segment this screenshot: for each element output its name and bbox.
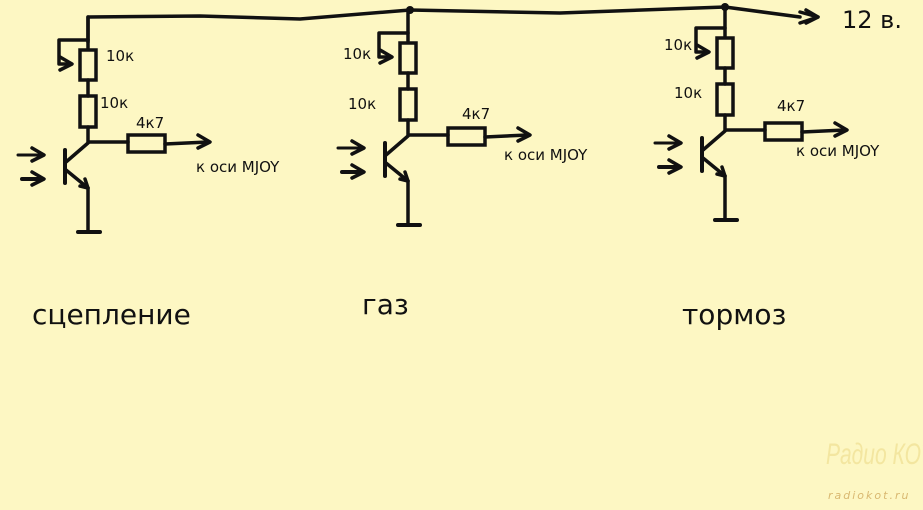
wire-node-3	[723, 113, 767, 132]
wiper-3	[694, 26, 727, 54]
r2-label-2: 10к	[348, 95, 377, 113]
potentiometer-2	[398, 41, 418, 75]
output-resistor-1	[126, 133, 167, 154]
light-arrow-3	[667, 134, 683, 151]
r2-label-1: 10к	[100, 94, 129, 112]
r1-label-3: 10к	[664, 36, 693, 54]
r2-label-3: 10к	[674, 84, 703, 102]
r3-label-2: 4к7	[462, 105, 491, 123]
light-arrow-2	[350, 139, 366, 156]
watermark-logo: Радио КОТ	[826, 438, 923, 471]
output-wire-3	[800, 128, 847, 134]
transistor-collector-2	[384, 134, 410, 157]
light-arrow-1	[30, 170, 46, 187]
circuit-title-2: газ	[362, 288, 409, 321]
light-arrow-1	[30, 146, 46, 163]
resistor-3	[715, 82, 735, 117]
wiper-1	[57, 38, 90, 66]
transistor-emitter-2	[384, 161, 410, 183]
output-label-1: к оси MJOY	[196, 158, 280, 176]
wire-node-2	[406, 118, 450, 137]
resistor-1	[78, 94, 98, 129]
output-label-2: к оси MJOY	[504, 146, 588, 164]
watermark-site: radiokot.ru	[828, 489, 911, 502]
transistor-emitter-3	[701, 156, 727, 178]
transistor-emitter-1	[64, 168, 90, 190]
circuit-title-1: сцепление	[32, 298, 191, 331]
potentiometer-3	[715, 36, 735, 70]
supply-rail	[86, 5, 802, 44]
supply-arrow-head	[798, 10, 820, 25]
output-arrow-1	[196, 133, 212, 150]
wiper-arrow-2	[378, 48, 394, 65]
resistor-2	[398, 87, 418, 122]
circuit-title-3: тормоз	[682, 298, 787, 331]
light-arrow-2	[350, 163, 366, 180]
supply-voltage-label: 12 в.	[842, 6, 902, 34]
output-resistor-2	[446, 126, 487, 147]
r1-label-1: 10к	[106, 47, 135, 65]
output-label-3: к оси MJOY	[796, 142, 880, 160]
r3-label-1: 4к7	[136, 114, 165, 132]
output-wire-1	[163, 140, 210, 146]
wiper-arrow-3	[695, 43, 711, 60]
wiper-2	[377, 31, 410, 59]
output-arrow-3	[833, 121, 849, 138]
r3-label-3: 4к7	[777, 97, 806, 115]
transistor-collector-3	[701, 129, 727, 152]
light-arrow-3	[667, 158, 683, 175]
r1-label-2: 10к	[343, 45, 372, 63]
output-arrow-2	[516, 126, 532, 143]
output-wire-2	[483, 133, 530, 139]
transistor-collector-1	[64, 141, 90, 164]
wire-node-1	[86, 125, 130, 144]
wiper-arrow-1	[58, 55, 74, 72]
potentiometer-1	[78, 48, 98, 82]
output-resistor-3	[763, 121, 804, 142]
